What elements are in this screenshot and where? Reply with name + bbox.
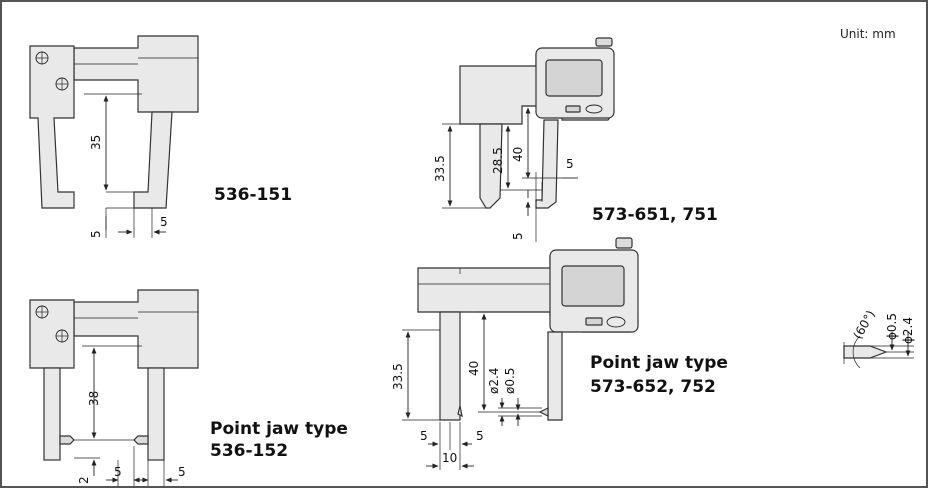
- dim-40-top: 40: [511, 147, 525, 162]
- dim-5-left: 5: [114, 465, 122, 479]
- dim-2: 2: [77, 476, 91, 484]
- dim-33-5-bottom: 33.5: [391, 363, 405, 390]
- dim-5-right: 5: [178, 465, 186, 479]
- dim-5-tip: 5: [160, 215, 168, 229]
- dim-33-5-top: 33.5: [433, 155, 447, 182]
- caliper-573-652: [402, 237, 639, 470]
- dim-5-jaw: 5: [89, 230, 103, 238]
- dim-phi-2-4: ø2.4: [487, 368, 501, 394]
- caliper-573-651: [442, 37, 615, 242]
- model-536-151: 536-151: [214, 185, 292, 205]
- unit-label: Unit: mm: [840, 27, 896, 41]
- dim-5-top-right: 5: [566, 157, 574, 171]
- point-tip-detail: [843, 332, 914, 369]
- caliper-536-151: [29, 35, 199, 238]
- dim-phi-0-5: ø0.5: [503, 368, 517, 394]
- dim-5-bottom-left: 5: [420, 429, 428, 443]
- model-573-651: 573-651, 751: [592, 205, 718, 225]
- dim-60-deg: (60°): [850, 308, 877, 342]
- dim-5-bottom-right: 5: [476, 429, 484, 443]
- dim-phi-2-4-detail: ϕ2.4: [901, 317, 915, 344]
- title-536-152: Point jaw type: [210, 419, 348, 439]
- dim-phi-0-5-detail: ϕ0.5: [885, 313, 899, 340]
- caliper-536-152: [29, 289, 199, 486]
- dim-35: 35: [89, 135, 103, 150]
- dim-28-5: 28.5: [491, 147, 505, 174]
- dim-38: 38: [87, 391, 101, 406]
- title-573-652: Point jaw type: [590, 353, 728, 373]
- model-573-652: 573-652, 752: [590, 377, 716, 397]
- dim-5-top-bottom: 5: [511, 232, 525, 240]
- model-536-152: 536-152: [210, 441, 288, 461]
- dim-40-bottom: 40: [467, 361, 481, 376]
- dim-10: 10: [442, 451, 457, 465]
